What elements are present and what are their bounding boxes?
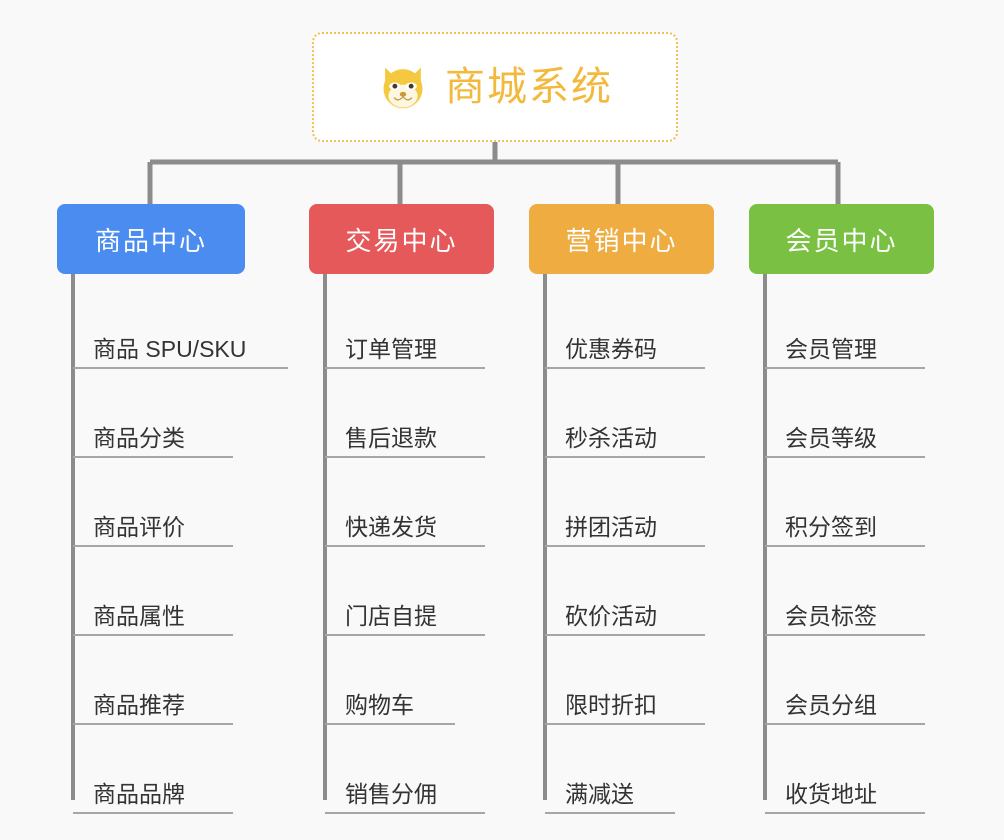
leaf-item-underline xyxy=(73,456,233,458)
leaf-item-underline xyxy=(545,367,705,369)
leaf-item[interactable]: 门店自提 xyxy=(309,547,494,636)
column-member-center: 会员中心会员管理会员等级积分签到会员标签会员分组收货地址 xyxy=(749,204,934,814)
leaf-item-label: 商品属性 xyxy=(93,603,185,629)
shiba-dog-face-icon xyxy=(383,67,423,110)
leaf-item[interactable]: 购物车 xyxy=(309,636,494,725)
leaf-item-underline xyxy=(73,634,233,636)
leaf-item-underline xyxy=(545,812,675,814)
leaf-item-underline xyxy=(325,545,485,547)
leaf-item[interactable]: 限时折扣 xyxy=(529,636,714,725)
leaf-item-label: 砍价活动 xyxy=(565,603,657,629)
leaf-item-label: 会员标签 xyxy=(785,603,877,629)
leaf-item-underline xyxy=(765,812,925,814)
leaf-item-underline xyxy=(73,367,288,369)
leaf-item[interactable]: 满减送 xyxy=(529,725,714,814)
leaf-item-label: 商品分类 xyxy=(93,425,185,451)
leaf-item[interactable]: 售后退款 xyxy=(309,369,494,458)
leaf-item-label: 限时折扣 xyxy=(565,692,657,718)
leaf-list-trade-center: 订单管理售后退款快递发货门店自提购物车销售分佣 xyxy=(309,274,494,814)
category-box-trade-center[interactable]: 交易中心 xyxy=(309,204,494,274)
leaf-item-underline xyxy=(73,812,233,814)
leaf-item-label: 拼团活动 xyxy=(565,514,657,540)
leaf-list-member-center: 会员管理会员等级积分签到会员标签会员分组收货地址 xyxy=(749,274,934,814)
leaf-item-label: 积分签到 xyxy=(785,514,877,540)
leaf-list-product-center: 商品 SPU/SKU 商品分类商品评价商品属性商品推荐商品品牌 xyxy=(57,274,288,814)
leaf-item-underline xyxy=(325,456,485,458)
leaf-item-underline xyxy=(325,723,455,725)
leaf-item-label: 会员管理 xyxy=(785,336,877,362)
leaf-item-underline xyxy=(545,723,705,725)
leaf-item-label: 优惠券码 xyxy=(565,336,657,362)
root-node[interactable]: 商城系统 xyxy=(312,32,678,142)
leaf-item-underline xyxy=(73,545,233,547)
leaf-item-underline xyxy=(765,723,925,725)
leaf-item[interactable]: 积分签到 xyxy=(749,458,934,547)
column-product-center: 商品中心商品 SPU/SKU 商品分类商品评价商品属性商品推荐商品品牌 xyxy=(57,204,288,814)
leaf-item-underline xyxy=(545,545,705,547)
leaf-item-label: 订单管理 xyxy=(345,336,437,362)
leaf-item-underline xyxy=(765,545,925,547)
leaf-item-label: 售后退款 xyxy=(345,425,437,451)
category-box-product-center[interactable]: 商品中心 xyxy=(57,204,245,274)
leaf-item-label: 商品品牌 xyxy=(93,781,185,807)
leaf-item-label: 会员等级 xyxy=(785,425,877,451)
leaf-item[interactable]: 商品评价 xyxy=(57,458,246,547)
leaf-item[interactable]: 商品推荐 xyxy=(57,636,246,725)
leaf-list-marketing-center: 优惠券码秒杀活动拼团活动砍价活动限时折扣满减送 xyxy=(529,274,714,814)
leaf-item-underline xyxy=(765,634,925,636)
leaf-item[interactable]: 会员管理 xyxy=(749,280,934,369)
leaf-item[interactable]: 砍价活动 xyxy=(529,547,714,636)
leaf-item-underline xyxy=(765,456,925,458)
leaf-item-label: 收货地址 xyxy=(785,781,877,807)
leaf-item[interactable]: 销售分佣 xyxy=(309,725,494,814)
root-title: 商城系统 xyxy=(445,65,613,109)
leaf-item[interactable]: 商品品牌 xyxy=(57,725,246,814)
leaf-item-underline xyxy=(765,367,925,369)
leaf-item-label: 商品推荐 xyxy=(93,692,185,718)
leaf-item-label: 购物车 xyxy=(345,692,414,718)
leaf-item[interactable]: 秒杀活动 xyxy=(529,369,714,458)
leaf-item-label: 满减送 xyxy=(565,781,634,807)
leaf-item[interactable]: 会员分组 xyxy=(749,636,934,725)
column-trade-center: 交易中心订单管理售后退款快递发货门店自提购物车销售分佣 xyxy=(309,204,494,814)
leaf-item-underline xyxy=(325,367,485,369)
leaf-item-underline xyxy=(325,634,485,636)
leaf-item-label: 销售分佣 xyxy=(345,781,437,807)
leaf-item-label: 快递发货 xyxy=(345,514,437,540)
leaf-item[interactable]: 优惠券码 xyxy=(529,280,714,369)
category-box-member-center[interactable]: 会员中心 xyxy=(749,204,934,274)
leaf-item-underline xyxy=(73,723,233,725)
leaf-item-label: 门店自提 xyxy=(345,603,437,629)
leaf-item-underline xyxy=(325,812,485,814)
leaf-item[interactable]: 商品 SPU/SKU xyxy=(57,280,288,369)
leaf-item-label: 商品 SPU/SKU xyxy=(93,336,247,362)
leaf-item[interactable]: 拼团活动 xyxy=(529,458,714,547)
leaf-item-label: 商品评价 xyxy=(93,514,185,540)
leaf-item-label: 秒杀活动 xyxy=(565,425,657,451)
category-box-marketing-center[interactable]: 营销中心 xyxy=(529,204,714,274)
leaf-item-underline xyxy=(545,634,705,636)
leaf-item[interactable]: 订单管理 xyxy=(309,280,494,369)
leaf-item[interactable]: 会员标签 xyxy=(749,547,934,636)
leaf-item-underline xyxy=(545,456,705,458)
leaf-item-label: 会员分组 xyxy=(785,692,877,718)
leaf-item[interactable]: 会员等级 xyxy=(749,369,934,458)
leaf-item[interactable]: 收货地址 xyxy=(749,725,934,814)
leaf-item[interactable]: 商品分类 xyxy=(57,369,246,458)
leaf-item[interactable]: 商品属性 xyxy=(57,547,246,636)
leaf-item[interactable]: 快递发货 xyxy=(309,458,494,547)
column-marketing-center: 营销中心优惠券码秒杀活动拼团活动砍价活动限时折扣满减送 xyxy=(529,204,714,814)
